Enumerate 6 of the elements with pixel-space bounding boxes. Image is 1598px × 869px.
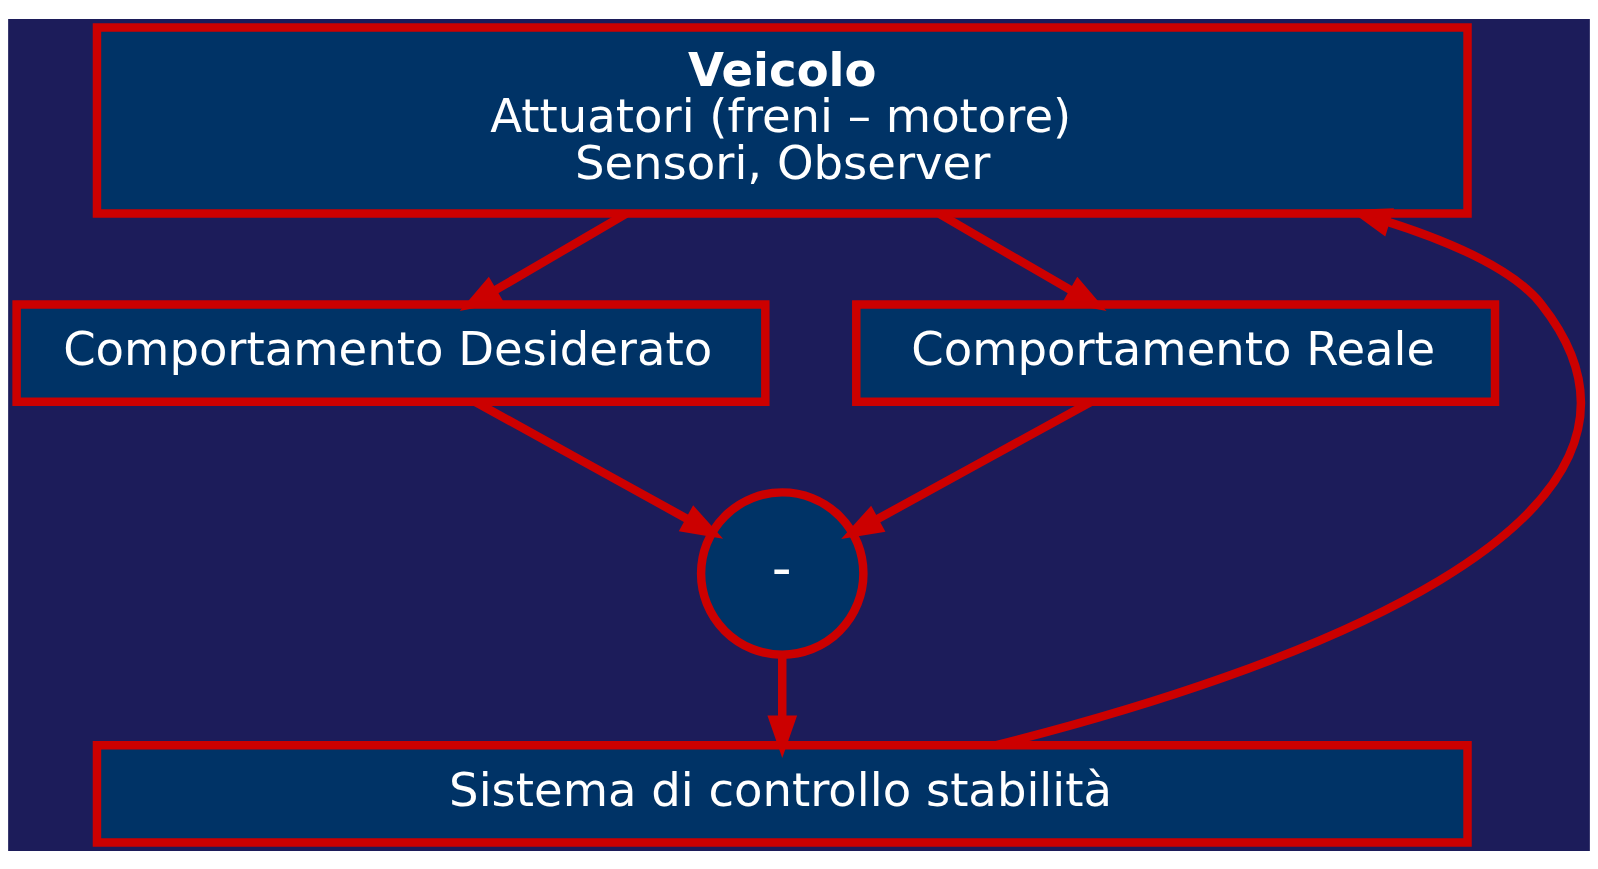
node-box: Comportamento Desiderato	[12, 299, 770, 406]
arrow	[995, 207, 1585, 749]
node-box: Sistema di controllo stabilità	[92, 740, 1472, 847]
node-circle: -	[696, 487, 868, 659]
node-box: Veicolo Attuatori (freni – motore) Sensori, Observer	[92, 22, 1472, 218]
node-box: Comportamento Reale	[852, 299, 1500, 406]
